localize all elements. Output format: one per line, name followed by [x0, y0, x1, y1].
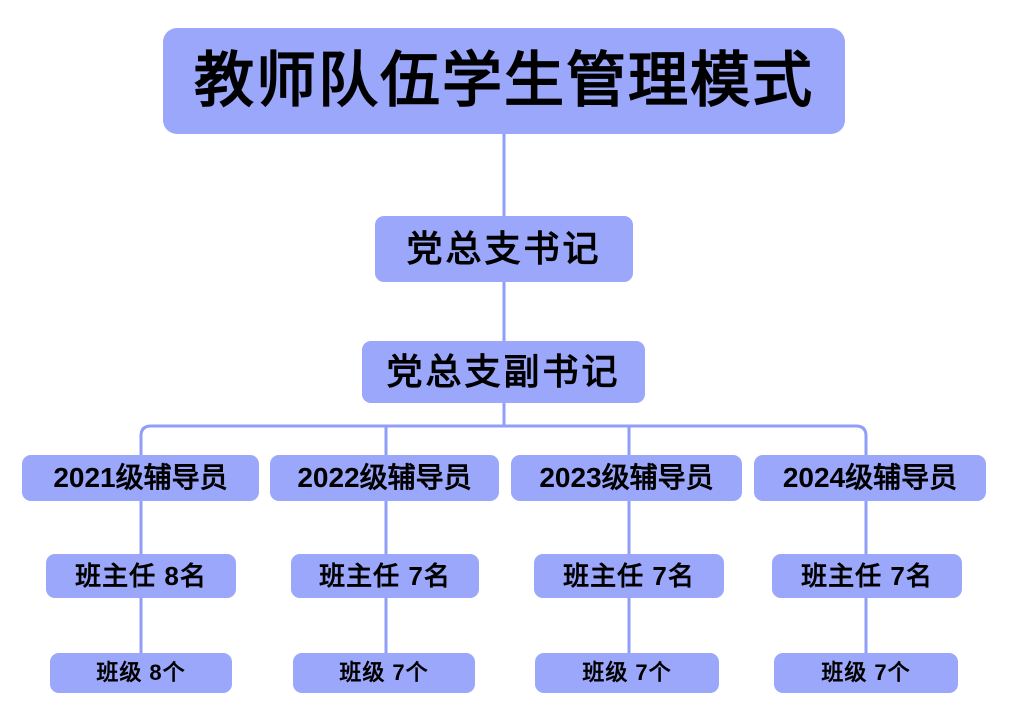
node-counselor-2024: 2024级辅导员	[754, 455, 986, 501]
node-classes-2022: 班级 7个	[293, 653, 475, 693]
node-classes-2021: 班级 8个	[50, 653, 232, 693]
node-classes-2024: 班级 7个	[774, 653, 958, 693]
node-party-branch-deputy-secretary: 党总支副书记	[362, 341, 645, 403]
connector-bus	[139, 424, 868, 455]
node-counselor-2023: 2023级辅导员	[511, 455, 742, 501]
node-counselor-2021: 2021级辅导员	[22, 455, 259, 501]
node-head-teacher-2023: 班主任 7名	[534, 554, 724, 598]
node-party-branch-secretary: 党总支书记	[375, 216, 633, 282]
node-head-teacher-2022: 班主任 7名	[291, 554, 479, 598]
node-counselor-2022: 2022级辅导员	[270, 455, 499, 501]
node-classes-2023: 班级 7个	[535, 653, 719, 693]
node-head-teacher-2021: 班主任 8名	[46, 554, 236, 598]
node-chart-title: 教师队伍学生管理模式	[163, 28, 845, 134]
node-head-teacher-2024: 班主任 7名	[772, 554, 962, 598]
